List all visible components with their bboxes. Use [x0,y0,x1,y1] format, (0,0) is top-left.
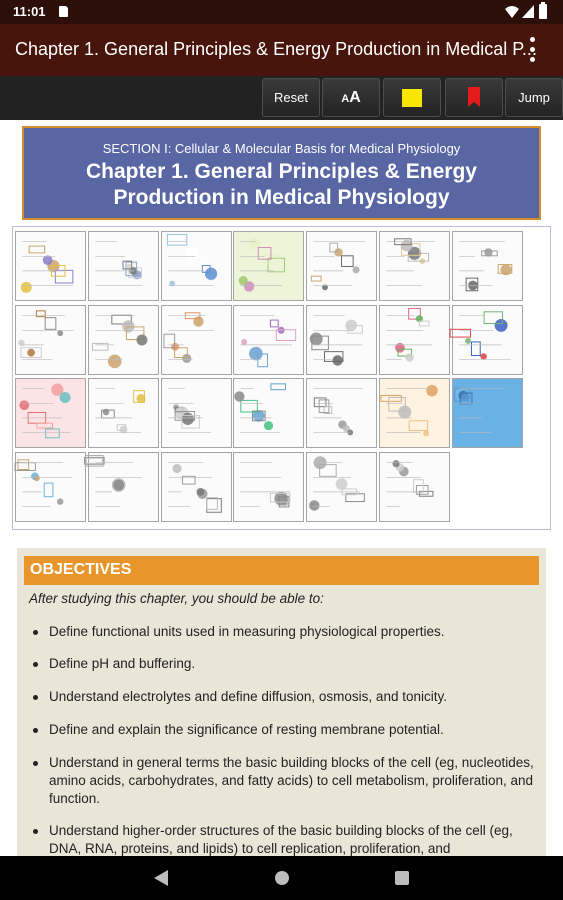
figure-thumbnail-image [167,388,211,433]
font-size-icon: AA [341,89,361,106]
back-icon[interactable] [154,870,168,886]
objectives-box: OBJECTIVES After studying this chapter, … [17,548,546,868]
chapter-banner: SECTION I: Cellular & Molecular Basis fo… [22,126,541,220]
figure-thumbnail[interactable] [15,231,86,301]
objective-item: Understand in general terms the basic bu… [33,754,539,808]
figure-thumbnail-image [239,237,286,292]
highlight-button[interactable] [383,78,441,117]
objective-item: Define functional units used in measurin… [33,623,539,641]
figure-thumbnail[interactable] [87,378,159,448]
figure-thumbnail-image [95,241,143,286]
figure-thumbnail[interactable] [233,451,305,522]
sd-card-icon [59,6,68,17]
figure-thumbnail-image [83,454,142,507]
figure-thumbnail-image [386,238,435,286]
figure-thumbnail-image [449,310,511,360]
figure-thumbnail[interactable] [233,378,305,448]
figure-thumbnail-image [95,388,146,434]
figure-thumbnail[interactable] [379,378,450,448]
figure-thumbnail-image [380,384,438,437]
figure-thumbnail[interactable] [379,451,450,522]
objective-item: Define and explain the significance of r… [33,721,539,739]
objective-item: Understand higher-order structures of th… [33,822,539,858]
figure-thumbnail-image [167,461,222,513]
objective-item: Understand electrolytes and define diffu… [33,688,539,706]
figure-thumbnail-image [91,314,148,368]
figure-thumbnail-image [309,455,366,511]
figure-thumbnail[interactable] [15,378,86,448]
figure-thumbnail-image [163,311,214,363]
figure-thumbnail-image [459,241,513,292]
wifi-icon [505,6,519,18]
figure-thumbnail-image [240,461,291,507]
figure-thumbnail[interactable] [15,304,86,375]
figure-thumbnail-image [309,314,364,366]
section-label: SECTION I: Cellular & Molecular Basis fo… [102,141,461,156]
jump-button[interactable]: Jump [505,78,563,117]
status-bar: 11:01 [0,0,563,24]
figure-thumbnail-image [14,458,72,507]
objectives-header: OBJECTIVES [24,556,539,585]
figure-thumbnail-image [166,233,217,287]
figure-thumbnail[interactable] [306,304,378,375]
figure-thumbnail[interactable] [87,304,159,375]
objective-item: Define pH and buffering. [33,655,539,673]
chapter-title: Chapter 1. General Principles & Energy P… [86,160,477,209]
figure-thumbnail[interactable] [379,304,450,375]
figure-thumbnail[interactable] [379,231,450,301]
home-icon[interactable] [275,871,289,885]
figure-thumbnail-image [386,307,432,362]
objectives-header-label: OBJECTIVES [30,561,132,578]
figure-thumbnail-image [234,383,287,433]
figure-thumbnail[interactable] [233,304,305,375]
navigation-bar [0,856,563,900]
battery-icon [539,2,547,19]
figure-thumbnail-grid [12,226,551,530]
font-size-button[interactable]: AA [322,78,380,117]
figure-thumbnail-image [453,387,503,433]
figure-thumbnail-image [240,314,297,367]
bookmark-button[interactable] [445,78,503,117]
app-bar: Chapter 1. General Principles & Energy P… [0,24,563,76]
figure-thumbnail[interactable] [160,231,232,301]
figure-thumbnail[interactable] [160,304,232,375]
figure-thumbnail-image [18,309,74,360]
figure-thumbnail[interactable] [306,378,378,448]
figure-thumbnail-image [386,459,434,507]
recent-apps-icon[interactable] [395,871,409,885]
figure-thumbnail[interactable] [306,451,378,522]
figure-thumbnail-image [311,241,366,291]
signal-icon [522,5,534,18]
bookmark-icon [468,87,480,107]
figure-thumbnail[interactable] [449,304,523,375]
figure-thumbnail[interactable] [160,378,232,448]
reader-toolbar: Reset AA Jump [0,76,563,120]
status-time: 11:01 [13,4,46,19]
figure-thumbnail-image [19,383,71,439]
figure-thumbnail[interactable] [306,231,378,301]
app-title: Chapter 1. General Principles & Energy P… [15,39,537,59]
highlight-color-icon [402,89,422,107]
figure-thumbnail[interactable] [451,231,523,301]
reset-button[interactable]: Reset [262,78,320,117]
figure-thumbnail-image [313,388,364,436]
figure-thumbnail[interactable] [87,231,159,301]
figure-thumbnail-image [20,241,74,293]
figure-thumbnail[interactable] [451,378,523,448]
figure-thumbnail[interactable] [233,231,305,301]
objectives-intro: After studying this chapter, you should … [29,591,324,606]
figure-thumbnail[interactable] [83,451,159,522]
figure-thumbnail[interactable] [160,451,232,522]
figure-thumbnail[interactable] [14,451,86,522]
overflow-menu-icon[interactable] [522,36,544,64]
